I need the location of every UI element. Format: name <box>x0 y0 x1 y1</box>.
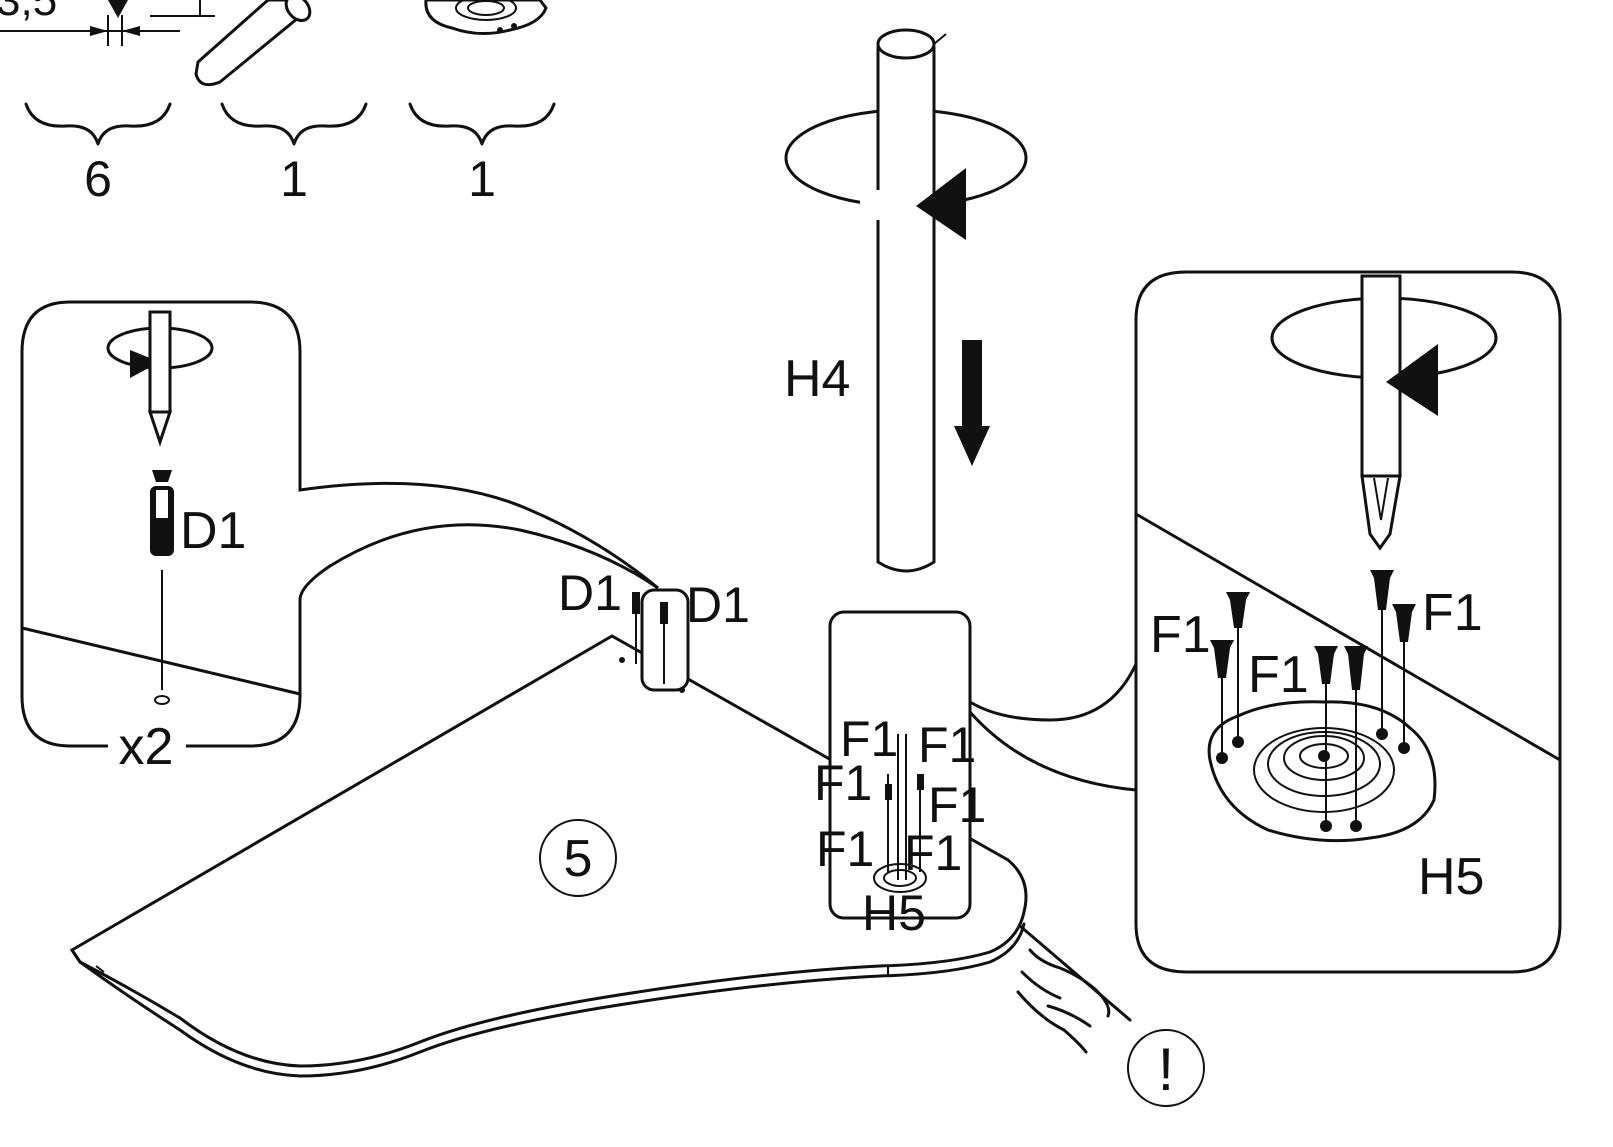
count-screws: 6 <box>84 151 112 207</box>
screw-icon <box>108 0 128 18</box>
screw-label: F1 <box>1422 584 1483 642</box>
dowel-detail-callout: D1 x2 <box>20 300 659 776</box>
screw-label: F1 <box>1150 606 1211 664</box>
screw-label: F1 <box>840 711 898 767</box>
dowel-icon <box>150 470 174 556</box>
brace <box>24 102 172 146</box>
parts-list: 3,5 6 1 1 <box>0 0 556 207</box>
dowel-detail-label: D1 <box>180 502 246 560</box>
plate-locator: F1 F1 F1 F1 F1 F1 H5 <box>814 610 1138 941</box>
screws <box>1210 570 1416 832</box>
plate-small-label: H5 <box>862 885 926 941</box>
dowel-locator <box>619 588 690 693</box>
screw-label: F1 <box>1248 646 1309 704</box>
plate-detail-callout: F1 F1 F1 H5 <box>1134 270 1562 974</box>
step-number: 5 <box>564 830 593 888</box>
plate-icon <box>424 0 548 35</box>
dowel-right-label: D1 <box>686 577 750 633</box>
step-number-circle <box>539 819 617 897</box>
screw-label: F1 <box>814 755 872 811</box>
hand-warning: ! <box>1016 924 1205 1107</box>
screw-label: F1 <box>816 821 874 877</box>
pole-h4: H4 <box>784 28 1028 573</box>
count-pole: 1 <box>280 151 308 207</box>
warning-icon <box>1127 1029 1205 1107</box>
plate-detail-label: H5 <box>1418 848 1484 906</box>
pole-label: H4 <box>784 350 850 408</box>
brace <box>220 102 368 146</box>
measure-label: 3,5 <box>0 0 57 25</box>
warning-label: ! <box>1158 1036 1175 1103</box>
screw-label: F1 <box>928 777 986 833</box>
screw-label: F1 <box>904 825 962 881</box>
brace <box>408 102 556 146</box>
dowel-left-label: D1 <box>558 565 622 621</box>
multiplier-label: x2 <box>119 718 174 776</box>
screw-label: F1 <box>918 717 976 773</box>
count-plate: 1 <box>468 151 496 207</box>
pole-icon <box>194 0 312 87</box>
desk-top-panel: 5 <box>69 634 1028 1078</box>
screwdriver-icon <box>147 310 173 447</box>
screwdriver-icon <box>1360 274 1402 551</box>
